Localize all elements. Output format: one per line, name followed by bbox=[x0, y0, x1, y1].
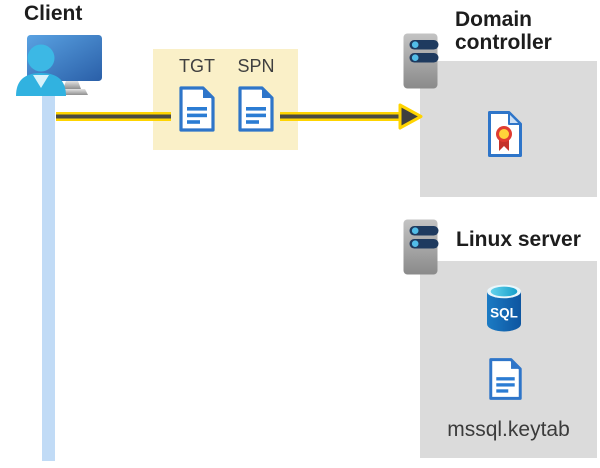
sql-database-icon: SQL bbox=[487, 284, 521, 332]
linux-server-icon bbox=[403, 219, 440, 275]
keytab-filename-label: mssql.keytab bbox=[447, 418, 570, 441]
ticket-box bbox=[153, 49, 298, 150]
keytab-document-icon bbox=[488, 355, 523, 403]
tgt-document-icon bbox=[178, 85, 216, 133]
spn-document-icon bbox=[237, 85, 275, 133]
client-workstation-icon bbox=[16, 35, 102, 96]
spn-label: SPN bbox=[237, 56, 275, 76]
client-label: Client bbox=[24, 2, 83, 25]
sql-icon-label: SQL bbox=[490, 306, 518, 321]
auth-arrow-head-icon bbox=[398, 103, 423, 130]
domain-controller-server-icon bbox=[403, 33, 440, 89]
tgt-label: TGT bbox=[179, 56, 215, 76]
domain-controller-label: Domain controller bbox=[455, 8, 552, 54]
client-connection-line bbox=[42, 92, 55, 461]
linux-server-label: Linux server bbox=[456, 228, 581, 251]
auth-arrow-left-segment bbox=[56, 112, 171, 121]
certificate-icon bbox=[488, 111, 522, 157]
auth-arrow-right-segment bbox=[280, 112, 400, 121]
